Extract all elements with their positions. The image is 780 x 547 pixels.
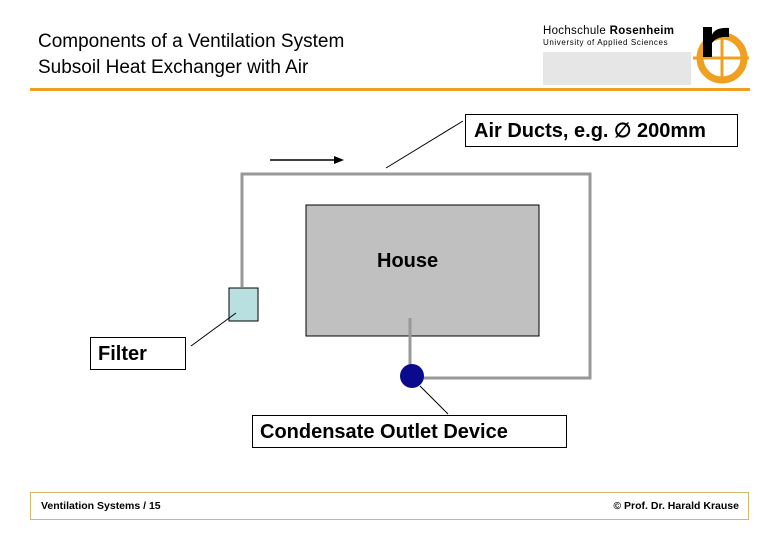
logo-mark-icon — [693, 27, 749, 84]
house — [305, 204, 540, 337]
footer-author: © Prof. Dr. Harald Krause — [613, 500, 739, 512]
condensate-label: Condensate Outlet Device — [252, 415, 567, 448]
air-duct — [240, 172, 592, 380]
header-divider — [30, 88, 750, 91]
title-line-2: Subsoil Heat Exchanger with Air — [38, 57, 309, 78]
slide-title: Components of a Ventilation System Subso… — [38, 29, 344, 81]
logo-name: Hochschule Rosenheim — [543, 25, 675, 37]
flow-arrow-head — [334, 156, 344, 164]
filter — [228, 287, 259, 322]
condensate-outlet-device — [400, 364, 424, 388]
footer-slide-number: Ventilation Systems / 15 — [41, 500, 161, 512]
university-logo: Hochschule Rosenheim University of Appli… — [543, 25, 750, 85]
filter-label: Filter — [90, 337, 186, 370]
house-label: House — [377, 250, 439, 272]
air-ducts-label: Air Ducts, e.g. ∅ 200mm — [465, 114, 738, 147]
logo-gray-bar — [543, 52, 691, 85]
filter-leader-line — [190, 312, 237, 347]
title-line-1: Components of a Ventilation System — [38, 31, 345, 52]
condensate-leader-line — [419, 385, 449, 415]
slide-footer: Ventilation Systems / 15 © Prof. Dr. Har… — [30, 492, 749, 520]
ducts-leader-line — [385, 120, 464, 169]
logo-subtitle: University of Applied Sciences — [543, 38, 669, 47]
